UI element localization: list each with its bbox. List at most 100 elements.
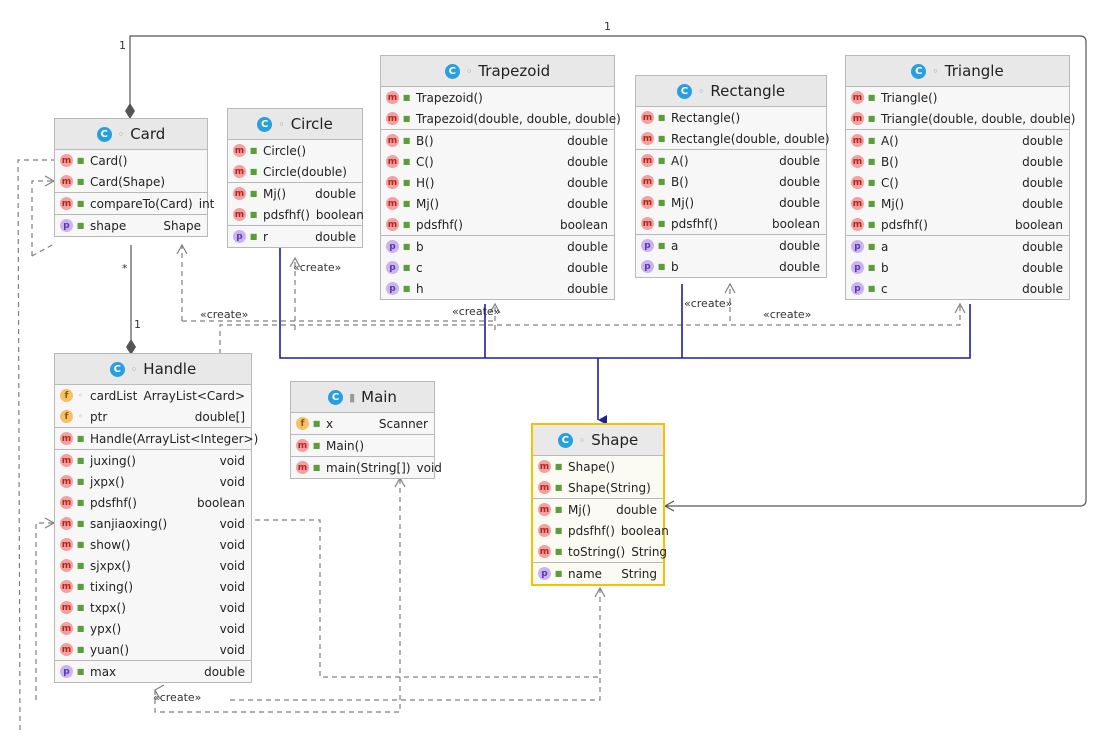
- member-type: double: [567, 281, 608, 296]
- visibility-icon: ◦: [697, 84, 705, 98]
- association-lines: [129, 35, 1087, 512]
- member-row[interactable]: m■Trapezoid(double, double, double): [381, 108, 621, 129]
- member-row[interactable]: m■jxpx()void: [55, 471, 251, 492]
- member-row[interactable]: m■Mj()double: [381, 193, 614, 214]
- member-name: Trapezoid(double, double, double): [416, 111, 621, 126]
- member-row[interactable]: m■Circle(double): [228, 161, 362, 182]
- member-row[interactable]: m■A()double: [636, 150, 826, 171]
- member-row[interactable]: m■A()double: [846, 130, 1069, 151]
- member-name: H(): [416, 175, 435, 190]
- member-row[interactable]: m■Mj()double: [846, 193, 1069, 214]
- member-row[interactable]: m■Mj()double: [533, 499, 663, 520]
- member-row[interactable]: m■tixing()void: [55, 576, 251, 597]
- access-icon: ■: [554, 569, 563, 578]
- member-name: cardList: [90, 388, 138, 403]
- method-icon: m: [60, 580, 73, 593]
- member-row[interactable]: m■Main(): [291, 435, 434, 456]
- member-name: Main(): [326, 438, 365, 453]
- visibility-icon: ◦: [278, 117, 285, 131]
- member-row[interactable]: m■pdsfhf()boolean: [846, 214, 1069, 235]
- member-row[interactable]: m■pdsfhf()boolean: [381, 214, 614, 235]
- access-icon: ◦: [78, 412, 83, 421]
- member-row[interactable]: m■pdsfhf()boolean: [533, 520, 669, 541]
- member-row[interactable]: m■juxing()void: [55, 450, 251, 471]
- member-row[interactable]: m■Circle(): [228, 140, 362, 161]
- member-row[interactable]: m■B()double: [381, 130, 614, 151]
- member-row[interactable]: m■compareTo(Card)int: [55, 193, 214, 214]
- member-row[interactable]: m■B()double: [846, 151, 1069, 172]
- class-icon: C: [676, 83, 692, 99]
- member-row[interactable]: m■Card(Shape): [55, 171, 207, 192]
- member-row[interactable]: m■toString()String: [533, 541, 667, 562]
- member-row[interactable]: m■C()double: [846, 172, 1069, 193]
- member-row[interactable]: m■main(String[])void: [291, 457, 442, 478]
- access-icon: ■: [402, 284, 411, 293]
- member-row[interactable]: m■yuan()void: [55, 639, 251, 660]
- access-icon: ■: [76, 456, 85, 465]
- property-icon: p: [851, 240, 864, 253]
- access-icon: ■: [402, 263, 411, 272]
- member-row[interactable]: m■Shape(String): [533, 477, 663, 498]
- member-row[interactable]: m■ypx()void: [55, 618, 251, 639]
- member-row[interactable]: m■Trapezoid(): [381, 87, 614, 108]
- member-name: b: [881, 260, 889, 275]
- member-row[interactable]: m■B()double: [636, 171, 826, 192]
- member-row[interactable]: m■Card(): [55, 150, 207, 171]
- member-name: pdsfhf(): [881, 217, 928, 232]
- member-name: Trapezoid(): [416, 90, 483, 105]
- member-row[interactable]: m■Rectangle(): [636, 107, 826, 128]
- visibility-icon: ◦: [578, 433, 586, 447]
- member-row[interactable]: m■Mj()double: [228, 183, 362, 204]
- member-name: Mj(): [881, 196, 905, 211]
- member-row[interactable]: m■Triangle(double, double, double): [846, 108, 1075, 129]
- member-row[interactable]: m■Handle(ArrayList<Integer>): [55, 428, 258, 449]
- member-row[interactable]: m■pdsfhf()boolean: [636, 213, 826, 234]
- member-row[interactable]: m■Triangle(): [846, 87, 1069, 108]
- method-icon: m: [60, 643, 73, 656]
- member-name: Rectangle(): [671, 110, 741, 125]
- member-row[interactable]: m■sanjiaoxing()void: [55, 513, 251, 534]
- member-row[interactable]: m■Rectangle(double, double): [636, 128, 830, 149]
- method-icon: m: [641, 217, 654, 230]
- multiplicity-label: 1: [604, 20, 611, 33]
- method-icon: m: [60, 154, 73, 167]
- member-row[interactable]: m■C()double: [381, 151, 614, 172]
- member-row[interactable]: m■pdsfhf()boolean: [228, 204, 364, 225]
- member-name: Mj(): [416, 196, 440, 211]
- member-row[interactable]: m■sjxpx()void: [55, 555, 251, 576]
- member-row[interactable]: m■Mj()double: [636, 192, 826, 213]
- member-row[interactable]: m■txpx()void: [55, 597, 251, 618]
- method-icon: m: [851, 197, 864, 210]
- member-row[interactable]: m■Shape(): [533, 456, 663, 477]
- class-icon: C: [96, 126, 112, 142]
- member-row[interactable]: m■H()double: [381, 172, 614, 193]
- class-header: C◦Triangle: [846, 56, 1069, 87]
- member-row[interactable]: m■pdsfhf()boolean: [55, 492, 251, 513]
- member-row[interactable]: m■show()void: [55, 534, 251, 555]
- method-icon: m: [386, 155, 399, 168]
- create-label: «create»: [452, 305, 501, 318]
